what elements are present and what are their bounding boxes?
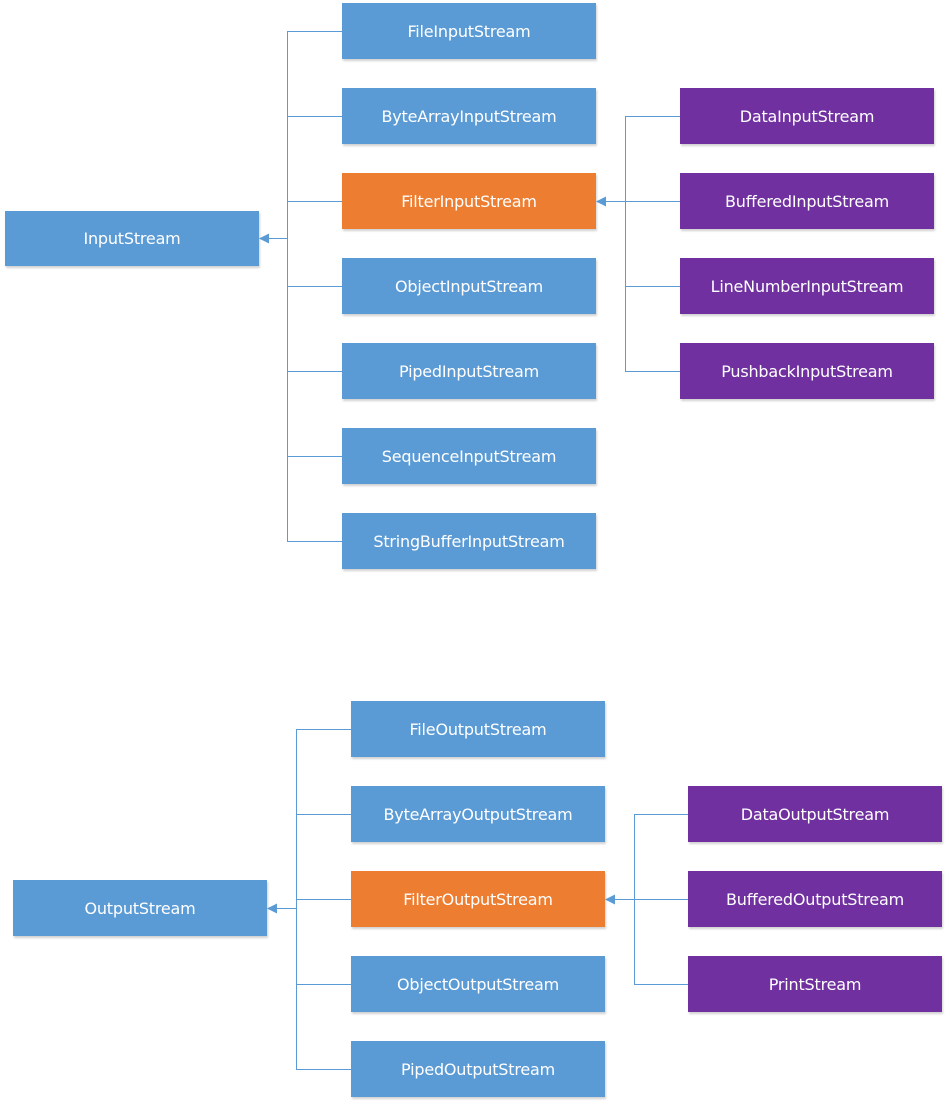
node-bytearrayinputstream: ByteArrayInputStream [342,88,596,144]
output-filter-arrow-head [605,894,615,905]
node-filteroutputstream: FilterOutputStream [351,871,605,927]
node-bytearrayoutputstream: ByteArrayOutputStream [351,786,605,842]
node-datainputstream: DataInputStream [680,88,934,144]
node-bufferedinputstream: BufferedInputStream [680,173,934,229]
node-inputstream: InputStream [5,211,259,266]
node-pipedinputstream: PipedInputStream [342,343,596,399]
node-printstream: PrintStream [688,956,942,1012]
node-pipedoutputstream: PipedOutputStream [351,1041,605,1097]
node-fileinputstream: FileInputStream [342,3,596,59]
node-linenumberinputstream: LineNumberInputStream [680,258,934,314]
node-sequenceinputstream: SequenceInputStream [342,428,596,484]
node-pushbackinputstream: PushbackInputStream [680,343,934,399]
input-filter-arrow-head [596,196,606,207]
node-dataoutputstream: DataOutputStream [688,786,942,842]
node-filterinputstream: FilterInputStream [342,173,596,229]
node-bufferedoutputstream: BufferedOutputStream [688,871,942,927]
node-objectinputstream: ObjectInputStream [342,258,596,314]
node-stringbufferinputstream: StringBufferInputStream [342,513,596,569]
input-arrow-head [259,233,269,244]
node-outputstream: OutputStream [13,880,267,936]
node-fileoutputstream: FileOutputStream [351,701,605,757]
node-objectoutputstream: ObjectOutputStream [351,956,605,1012]
output-arrow-head [267,903,277,914]
